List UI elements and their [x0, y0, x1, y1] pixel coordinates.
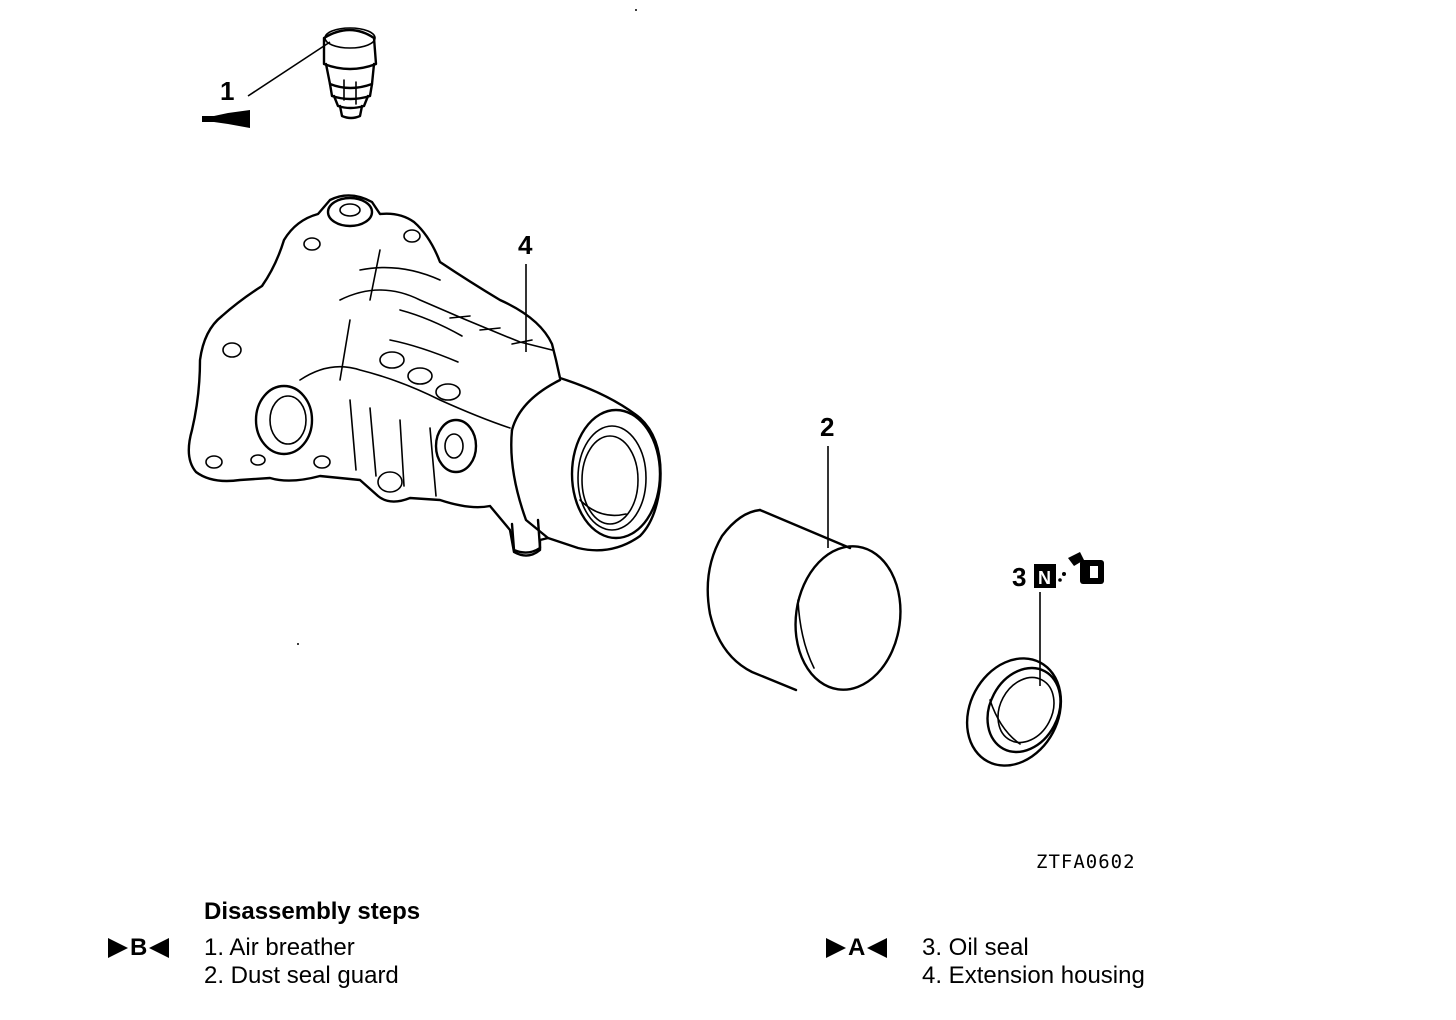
step-item: 2. Dust seal guard	[204, 962, 399, 989]
step-row: 4. Extension housing	[826, 962, 1145, 990]
step-group-a: A 3. Oil seal 4. Extension housing	[826, 934, 1145, 990]
svg-text:N: N	[1038, 568, 1051, 588]
step-row: B 1. Air breather	[108, 934, 399, 962]
figure-code: ZTFA0602	[1036, 851, 1136, 873]
step-item: 1. Air breather	[204, 934, 355, 961]
step-item: 3. Oil seal	[922, 934, 1029, 961]
new-part-icon: N	[1034, 564, 1056, 588]
oil-can-icon	[1058, 552, 1104, 584]
step-item: 4. Extension housing	[922, 962, 1145, 989]
step-row: 2. Dust seal guard	[108, 962, 399, 990]
dust-seal-guard	[706, 508, 902, 692]
service-point-marker-b: B	[108, 934, 204, 962]
air-breather	[322, 27, 378, 120]
oil-seal	[965, 657, 1063, 767]
disassembly-steps-title: Disassembly steps	[204, 898, 421, 925]
callout-3: 3	[1012, 562, 1026, 592]
extension-housing	[187, 194, 662, 557]
leader-1	[247, 41, 331, 97]
callout-2: 2	[820, 412, 834, 442]
step-row: A 3. Oil seal	[826, 934, 1145, 962]
step-group-b: B 1. Air breather 2. Dust seal guard	[108, 934, 399, 990]
sealant-tube-icon	[202, 110, 250, 128]
callout-4: 4	[518, 230, 533, 260]
callout-1: 1	[220, 76, 234, 106]
service-point-marker-a: A	[826, 934, 922, 962]
